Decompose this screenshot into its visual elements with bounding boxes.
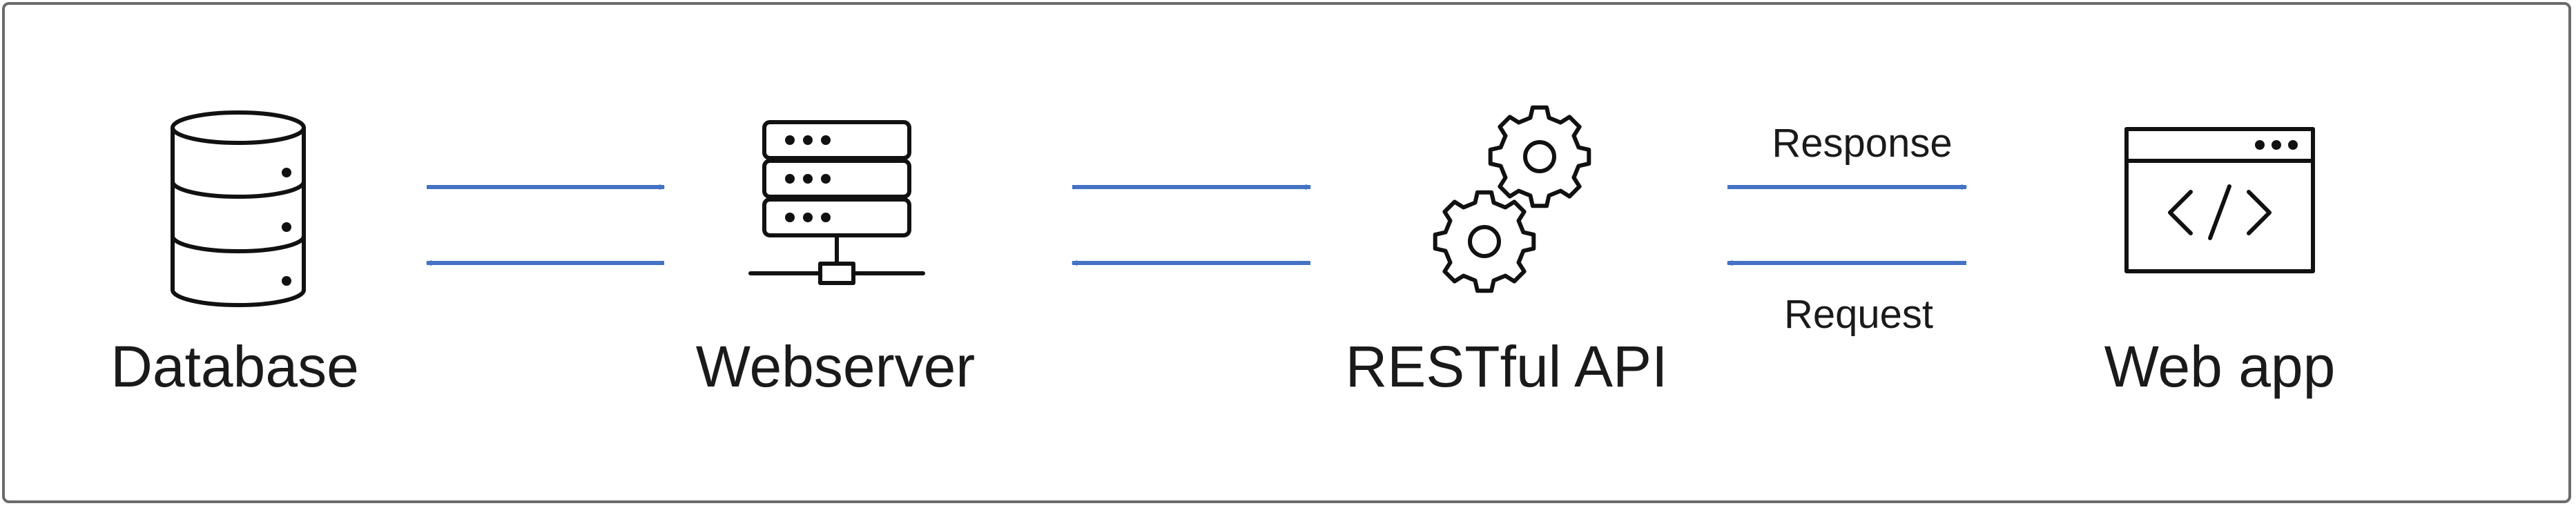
node-label-webserver: Webserver [696, 334, 976, 399]
gears-icon [1433, 105, 1591, 293]
edge-label-request: Request [1784, 292, 1933, 337]
node-label-restful-api: RESTful API [1346, 334, 1668, 399]
browser-code-icon [2124, 127, 2315, 273]
edge-label-response: Response [1772, 121, 1952, 166]
server-icon [748, 120, 925, 285]
node-label-database: Database [110, 334, 359, 399]
node-label-web-app: Web app [2104, 334, 2336, 399]
database-icon [171, 110, 306, 307]
